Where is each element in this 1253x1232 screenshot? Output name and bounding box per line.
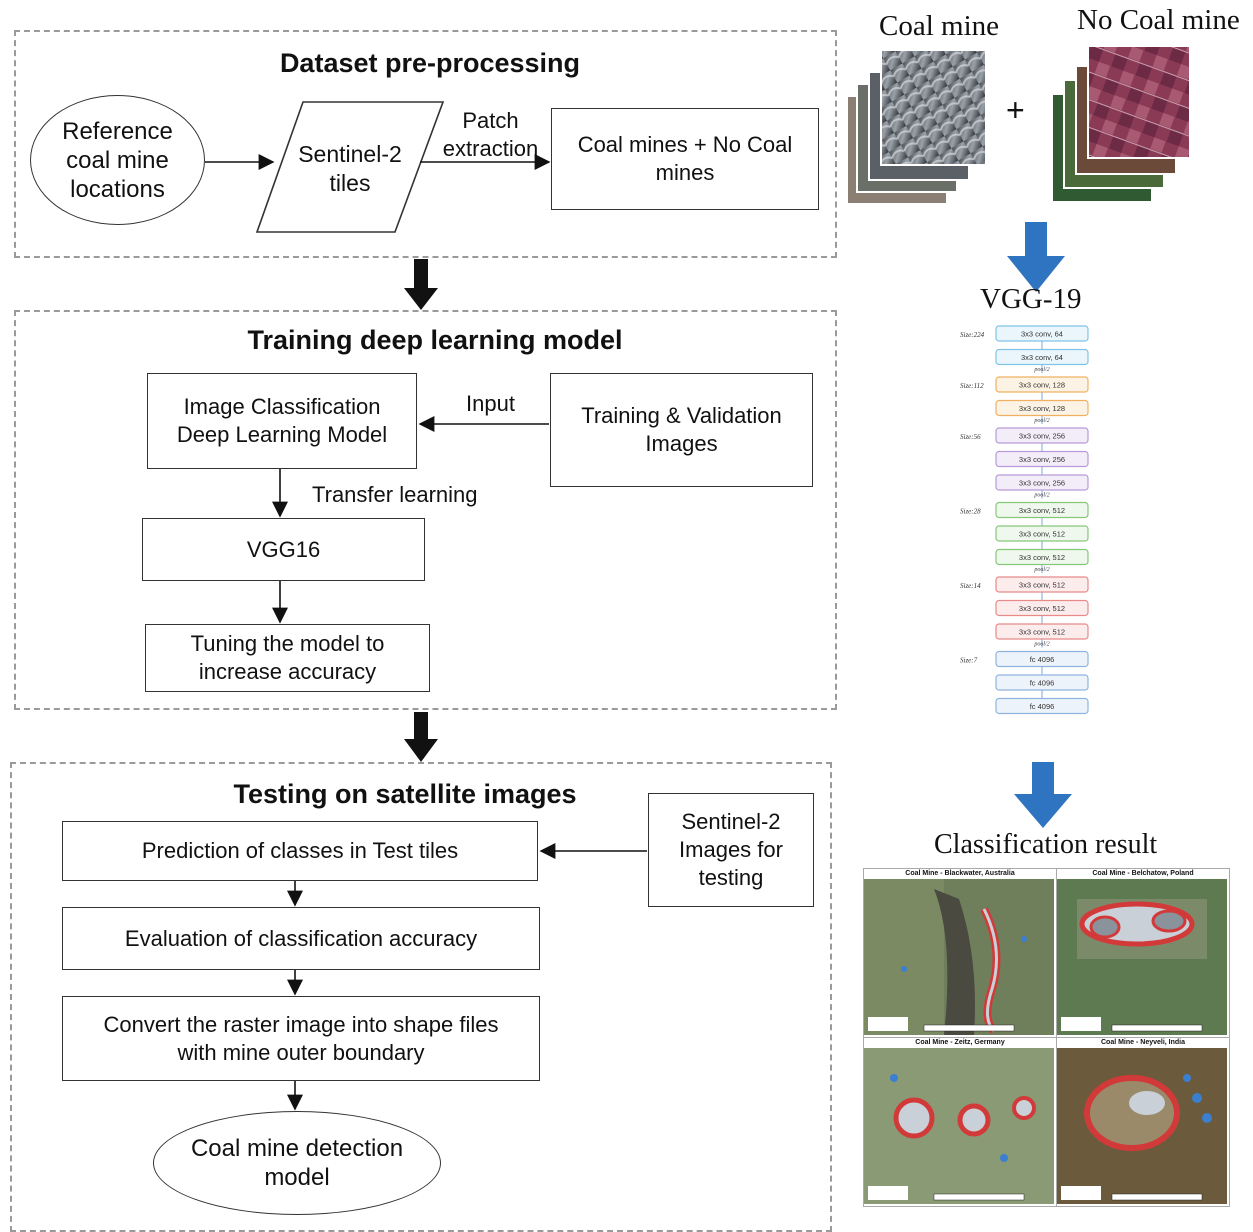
training-title: Training deep learning model	[247, 325, 623, 355]
coal-mine-label: Coal mine	[879, 10, 1000, 42]
vgg-size-label: Size:112	[960, 382, 984, 390]
map-image	[864, 1048, 1054, 1204]
classification-title: Classification result	[934, 829, 1158, 860]
map-zeitz: Coal Mine - Zeitz, Germany	[863, 1037, 1057, 1207]
vgg-size-label: Size:28	[960, 508, 981, 516]
map-image	[1057, 879, 1227, 1035]
vgg-layer-label: 3x3 conv, 256	[1019, 432, 1065, 441]
preprocessing-panel	[14, 30, 837, 258]
vgg-layer-box	[995, 697, 1089, 715]
training-validation-node: Training & Validation Images	[550, 373, 813, 487]
coal-mines-output-node: Coal mines + No Coal mines	[551, 108, 819, 210]
vgg16-node: VGG16	[142, 518, 425, 581]
coal-mine-patch-stack	[846, 49, 987, 205]
vgg-layer-label: 3x3 conv, 128	[1019, 381, 1065, 390]
vgg-layer-label: 3x3 conv, 512	[1019, 628, 1065, 637]
vgg-size-label: Size:7	[960, 657, 978, 665]
input-label: Input	[466, 391, 515, 416]
map-image	[864, 879, 1054, 1035]
vgg-layer-label: fc 4096	[1030, 702, 1055, 711]
vgg-layer-label: 3x3 conv, 512	[1019, 604, 1065, 613]
vgg-layer-label: 3x3 conv, 128	[1019, 404, 1065, 413]
vgg-pool-label: pool/2	[1033, 367, 1049, 373]
vgg-layer-label: 3x3 conv, 512	[1019, 530, 1065, 539]
testing-title: Testing on satellite images	[233, 779, 577, 809]
plus-sign: +	[1006, 92, 1025, 128]
vgg-layer-label: 3x3 conv, 256	[1019, 455, 1065, 464]
sentinel-tiles-label: Sentinel-2 tiles	[298, 141, 402, 196]
preprocessing-title: Dataset pre-processing	[279, 48, 581, 78]
stage-arrow-2	[404, 712, 438, 762]
vgg-layer-label: fc 4096	[1030, 679, 1055, 688]
map-title: Coal Mine - Blackwater, Australia	[905, 870, 1015, 877]
vgg-pool-label: pool/2	[1033, 418, 1049, 424]
map-blackwater: Coal Mine - Blackwater, Australia	[863, 868, 1057, 1038]
vgg19-title: VGG-19	[980, 283, 1082, 315]
blue-arrow-to-vgg19	[1007, 222, 1065, 292]
vgg-size-label: Size:224	[960, 331, 985, 339]
map-title: Coal Mine - Neyveli, India	[1100, 1039, 1186, 1046]
stage-arrow-1	[404, 259, 438, 310]
vgg-size-label: Size:56	[960, 433, 981, 441]
vgg-layer-label: 3x3 conv, 64	[1021, 353, 1063, 362]
map-image	[1057, 1048, 1227, 1204]
map-title: Coal Mine - Belchatow, Poland	[1092, 870, 1194, 877]
training-panel	[14, 310, 837, 710]
vgg-pool-label: pool/2	[1033, 567, 1049, 573]
vgg-pool-label: pool/2	[1033, 493, 1049, 499]
no-coal-mine-patch-stack	[1051, 45, 1191, 203]
map-title: Coal Mine - Zeitz, Germany	[915, 1039, 1005, 1046]
sentinel-tiles-node	[255, 101, 445, 233]
map-neyveli: Coal Mine - Neyveli, India	[1056, 1037, 1230, 1207]
patch-extraction-label: Patch extraction	[442, 108, 539, 161]
vgg-size-label: Size:14	[960, 582, 981, 590]
vgg-pool-label: pool/2	[1033, 642, 1049, 648]
vgg-layer-label: 3x3 conv, 512	[1019, 506, 1065, 515]
tuning-node: Tuning the model to increase accuracy	[145, 624, 430, 692]
convert-shapefile-node: Convert the raster image into shape file…	[62, 996, 540, 1081]
map-belchatow: Coal Mine - Belchatow, Poland	[1056, 868, 1230, 1038]
evaluation-node: Evaluation of classification accuracy	[62, 907, 540, 970]
no-coal-mine-label: No Coal mine	[1077, 4, 1240, 36]
prediction-node: Prediction of classes in Test tiles	[62, 821, 538, 881]
image-classification-node: Image Classification Deep Learning Model	[147, 373, 417, 469]
reference-locations-node: Reference coal mine locations	[30, 95, 205, 225]
vgg-layer-label: fc 4096	[1030, 655, 1055, 664]
vgg-layer-label: 3x3 conv, 512	[1019, 553, 1065, 562]
vgg-layer-label: 3x3 conv, 256	[1019, 479, 1065, 488]
blue-arrow-to-classification	[1014, 762, 1072, 828]
vgg-layer-label: 3x3 conv, 64	[1021, 330, 1063, 339]
transfer-learning-label: Transfer learning	[312, 482, 478, 507]
sentinel-testing-node: Sentinel-2 Images for testing	[648, 793, 814, 907]
vgg-layer-label: 3x3 conv, 512	[1019, 581, 1065, 590]
coal-mine-detection-node: Coal mine detection model	[153, 1111, 441, 1215]
